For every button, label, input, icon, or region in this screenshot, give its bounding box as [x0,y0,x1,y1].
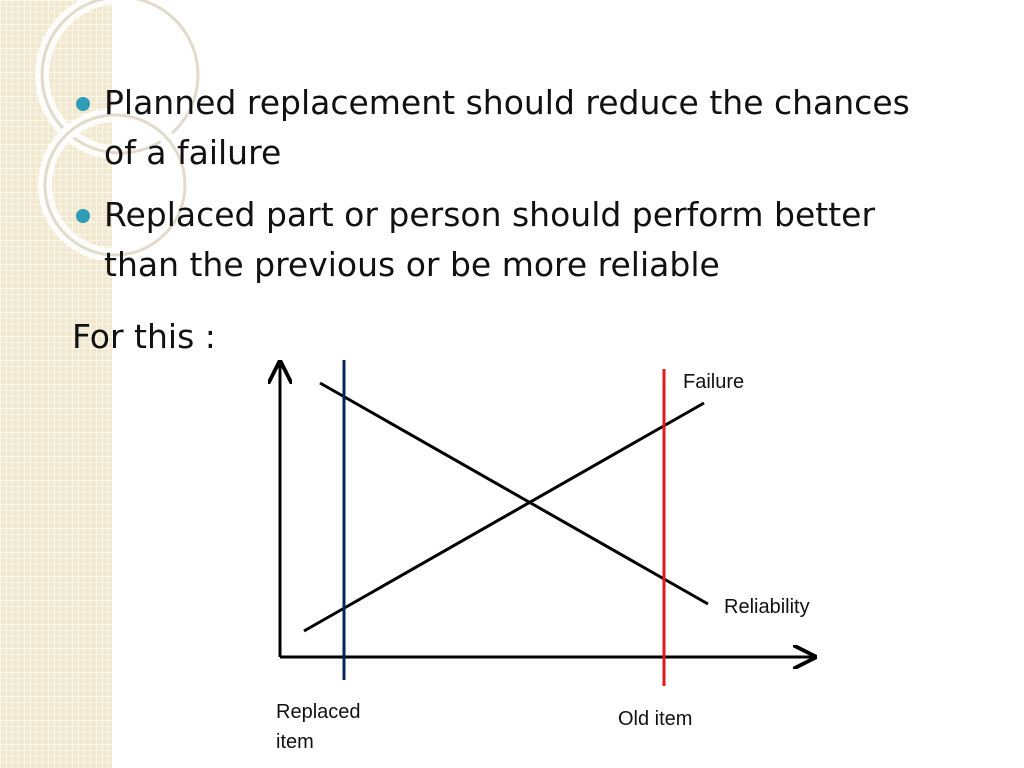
bullet-text: Planned replacement should reduce the ch… [104,83,910,172]
bullet-item: Planned replacement should reduce the ch… [72,78,952,178]
bullet-list: Planned replacement should reduce the ch… [72,78,952,302]
replaced-item-label-line1: Replaced [276,701,361,723]
intro-text: For this : [72,317,216,356]
bullet-dot-icon [76,209,90,223]
replaced-item-label-line2: item [276,731,314,753]
old-item-label: Old item [618,708,692,730]
reliability-curve [319,381,709,606]
reliability-label: Reliability [724,596,810,618]
failure-label: Failure [683,371,744,393]
failure-curve [303,401,705,633]
bullet-text: Replaced part or person should perform b… [104,195,876,284]
decorative-rings [35,0,200,260]
bullet-dot-icon [76,97,90,111]
bullet-item: Replaced part or person should perform b… [72,190,952,290]
